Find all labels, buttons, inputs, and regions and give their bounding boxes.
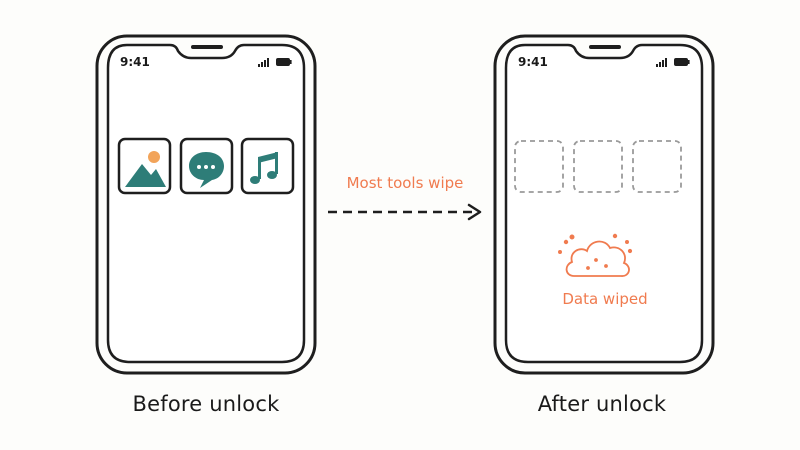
phone-before [95,34,317,375]
empty-app-slot [573,140,623,193]
phone-outer-frame [493,34,715,375]
phone-outer-frame [95,34,317,375]
speaker-slot [191,45,223,49]
caption-after: After unlock [537,392,667,416]
caption-before: Before unlock [132,392,280,416]
transition-arrow [328,203,482,221]
arrow-head-icon [467,203,482,221]
chat-icon [189,152,224,188]
arrow-label: Most tools wipe [346,174,464,192]
status-time: 9:41 [120,55,150,69]
speaker-slot [589,45,621,49]
wiped-label: Data wiped [562,290,648,308]
app-tile-music [240,137,295,195]
empty-app-slot [514,140,564,193]
dust-cloud-icon [558,233,633,277]
phone-screen [504,43,704,364]
battery-icon [276,58,292,66]
empty-app-slot [632,140,682,193]
app-tile-photos [117,137,172,195]
app-tile-messages [179,137,234,195]
phone-after [493,34,715,375]
phone-screen [106,43,306,364]
music-icon [250,152,278,184]
signal-icon [258,58,269,67]
image-icon [125,151,166,187]
status-time: 9:41 [518,55,548,69]
signal-icon [656,58,667,67]
battery-icon [674,58,690,66]
